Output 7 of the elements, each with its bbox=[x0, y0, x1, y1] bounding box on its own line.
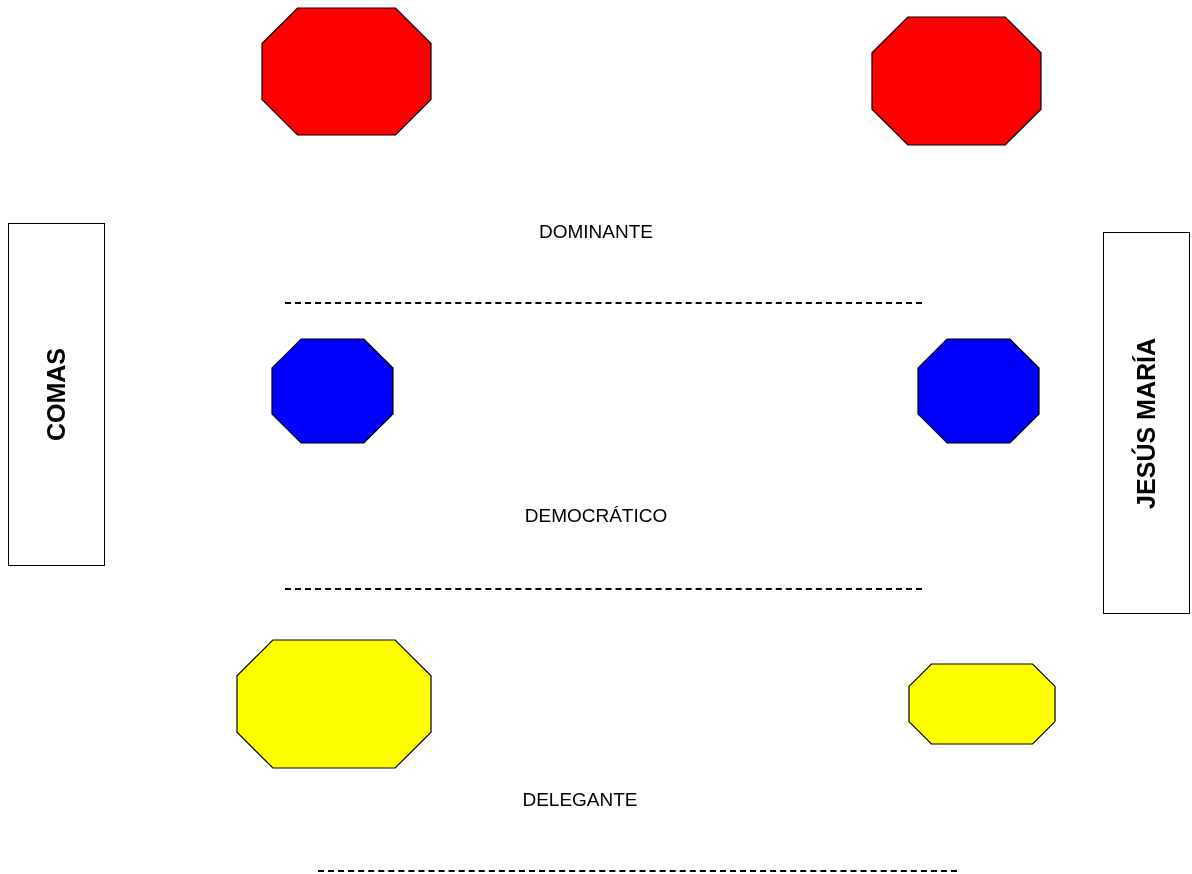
side-label: JESÚS MARÍA bbox=[1132, 337, 1161, 509]
section-label: DELEGANTE bbox=[522, 789, 638, 811]
section-label: DEMOCRÁTICO bbox=[524, 505, 668, 527]
section-label: DOMINANTE bbox=[539, 221, 653, 243]
label-box bbox=[8, 223, 105, 566]
label-box bbox=[1103, 232, 1190, 614]
side-label: COMAS bbox=[42, 347, 71, 442]
